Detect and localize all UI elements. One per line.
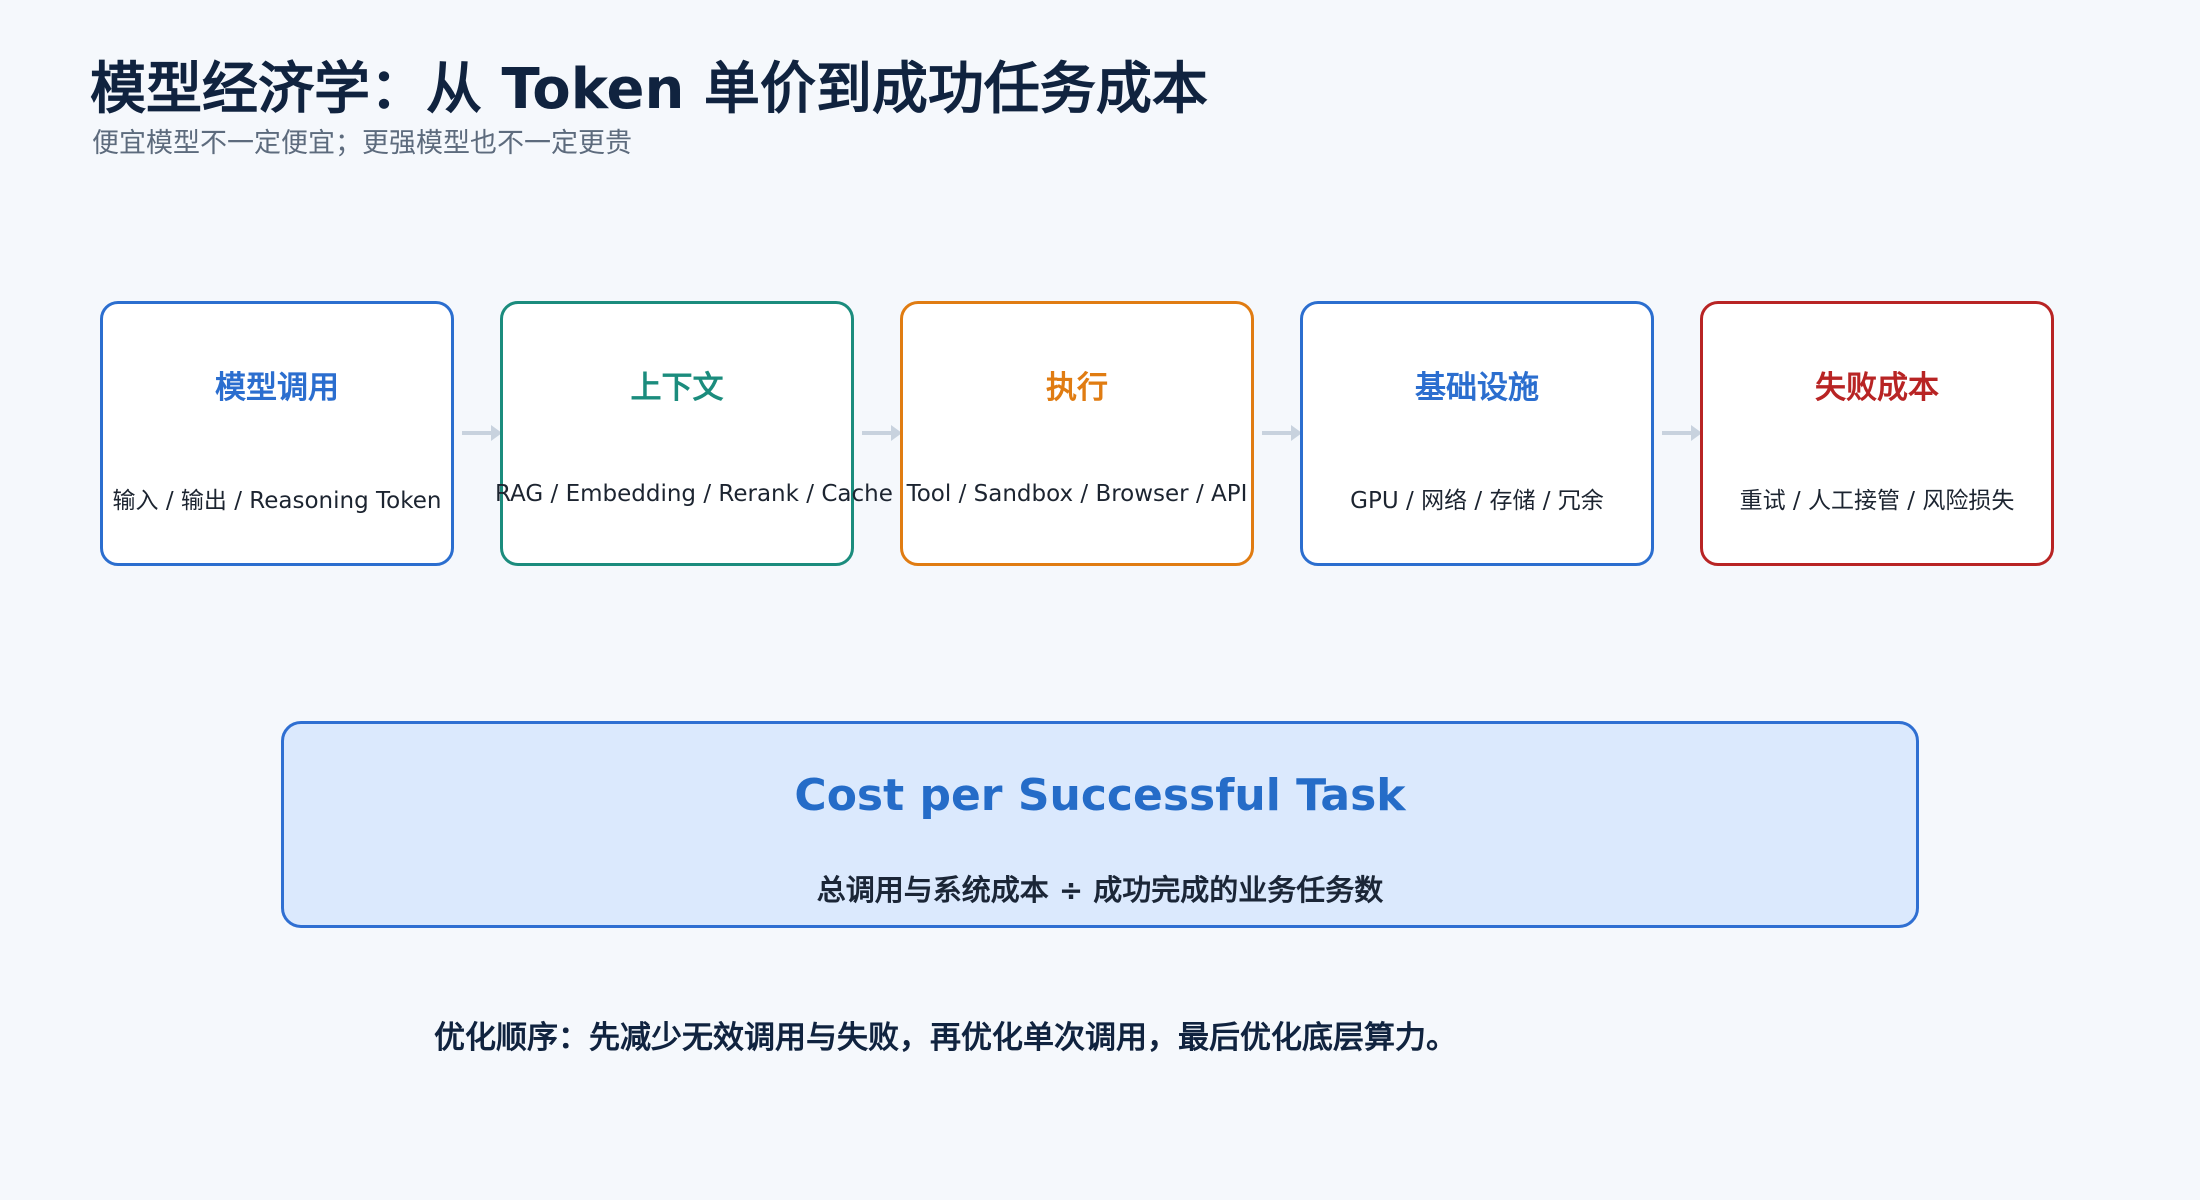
- step-description: 输入 / 输出 / Reasoning Token: [112, 488, 442, 514]
- right-arrow-icon: [862, 424, 902, 442]
- step-description: 重试 / 人工接管 / 风险损失: [1739, 488, 2015, 514]
- formula-box: Cost per Successful Task 总调用与系统成本 ÷ 成功完成…: [281, 721, 1919, 928]
- step-description: Tool / Sandbox / Browser / API: [906, 481, 1248, 507]
- step-box-context: 上下文 RAG / Embedding / Rerank / Cache: [495, 301, 893, 566]
- step-box-execution: 执行 Tool / Sandbox / Browser / API: [900, 301, 1254, 566]
- page-subtitle: 便宜模型不一定便宜；更强模型也不一定更贵: [92, 128, 632, 159]
- step-box-model-call: 模型调用 输入 / 输出 / Reasoning Token: [100, 301, 454, 566]
- step-title: 上下文: [630, 370, 724, 406]
- page-title: 模型经济学：从 Token 单价到成功任务成本: [90, 57, 1208, 122]
- right-arrow-icon: [1262, 424, 1302, 442]
- step-box-infrastructure: 基础设施 GPU / 网络 / 存储 / 冗余: [1300, 301, 1654, 566]
- step-description: GPU / 网络 / 存储 / 冗余: [1350, 488, 1604, 514]
- step-box-failure-cost: 失败成本 重试 / 人工接管 / 风险损失: [1700, 301, 2054, 566]
- step-title: 基础设施: [1415, 370, 1539, 406]
- formula-title: Cost per Successful Task: [794, 770, 1406, 821]
- right-arrow-icon: [1662, 424, 1702, 442]
- step-title: 模型调用: [215, 370, 339, 406]
- right-arrow-icon: [462, 424, 502, 442]
- optimization-note: 优化顺序：先减少无效调用与失败，再优化单次调用，最后优化底层算力。: [434, 1020, 1457, 1056]
- step-title: 执行: [1046, 370, 1108, 406]
- step-description: RAG / Embedding / Rerank / Cache: [495, 481, 893, 507]
- formula-subtitle: 总调用与系统成本 ÷ 成功完成的业务任务数: [816, 873, 1384, 907]
- step-title: 失败成本: [1815, 370, 1939, 406]
